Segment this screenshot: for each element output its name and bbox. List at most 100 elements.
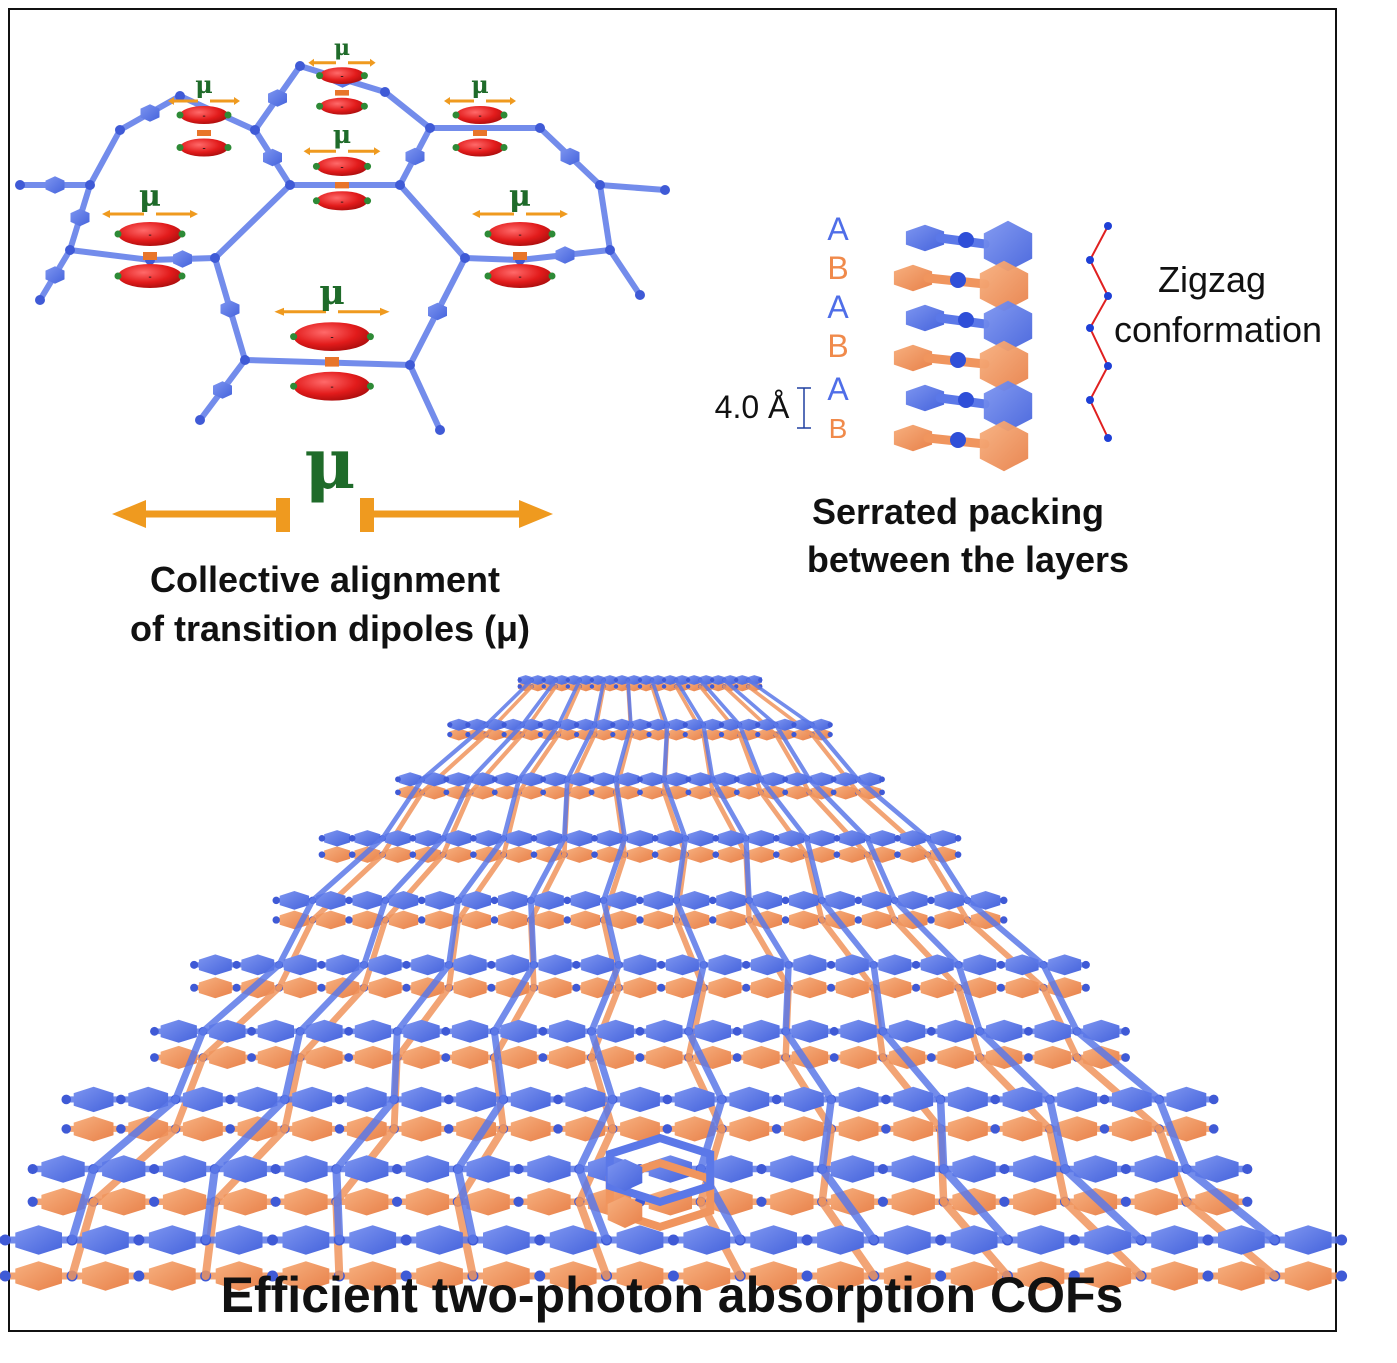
spacing-bracket (797, 387, 811, 429)
lattice-node (565, 684, 571, 689)
lattice-ring (602, 681, 618, 692)
lattice-node (572, 960, 581, 969)
dipole-arrow-head (308, 58, 314, 67)
lattice-bond-diagonal (685, 1027, 726, 1103)
linker (197, 130, 211, 136)
framework-node (210, 253, 220, 263)
dipole-arrow-head (303, 147, 310, 156)
dipole-arrow-head (510, 97, 516, 105)
lattice-ring (1195, 1155, 1239, 1183)
layer-b-ring (893, 424, 933, 452)
lattice-ring (578, 675, 594, 685)
lattice-ring (750, 1261, 797, 1291)
charge-dot (360, 72, 368, 80)
framework-bond (597, 182, 668, 193)
lattice-bond-diagonal (650, 678, 669, 727)
lattice-bond-diagonal (420, 722, 489, 782)
lattice-ring (510, 1086, 551, 1113)
lattice-ring (544, 785, 567, 800)
lattice-bond-diagonal (722, 678, 778, 727)
lattice-ring (461, 891, 491, 910)
lattice-node (133, 1270, 145, 1282)
linker (335, 90, 349, 96)
packing-caption-line1: Serrated packing (812, 491, 1104, 532)
lattice-bond-diagonal (807, 776, 870, 841)
lattice-node (400, 1270, 412, 1282)
layer-b-ring (893, 344, 933, 372)
lattice-bond-diagonal (782, 961, 792, 1035)
lattice-bond-diagonal (516, 722, 561, 782)
lattice-bond-diagonal (746, 917, 792, 991)
lattice-bond-diagonal (939, 1165, 1012, 1244)
lattice-ring (257, 1019, 294, 1043)
lattice-ring (751, 954, 784, 976)
lattice-bond-diagonal (626, 678, 633, 727)
lattice-node (1242, 1163, 1253, 1175)
lattice-bond-diagonal (276, 917, 316, 991)
lattice-node (646, 731, 652, 738)
lattice-node (267, 1234, 278, 1246)
lattice-bond-diagonal (1040, 961, 1081, 1035)
lattice-ring (683, 1261, 731, 1291)
lattice-ring (1013, 1188, 1057, 1216)
lattice-bond-diagonal (818, 917, 877, 991)
lattice-ring (808, 846, 835, 863)
lattice-ring (538, 954, 572, 976)
dipole-unit: μ-- (444, 70, 516, 157)
lattice-ring (209, 1019, 246, 1043)
lattice-ring (687, 830, 714, 847)
charge-minus: - (340, 197, 343, 208)
mu-symbol: μ (471, 70, 489, 99)
lattice-node (682, 722, 688, 728)
lattice-node (791, 731, 797, 738)
lattice-ring (703, 718, 722, 731)
lattice-ring (684, 728, 704, 741)
lattice-ring (627, 846, 653, 863)
lattice-bond-diagonal (936, 1095, 948, 1173)
lattice-ring (578, 681, 594, 692)
lattice-ring (1013, 1155, 1057, 1183)
framework-bond (67, 247, 153, 263)
lattice-ring (602, 675, 618, 685)
lattice-ring (657, 846, 684, 863)
lattice-ring (15, 1225, 63, 1255)
lattice-bond-diagonal (89, 1095, 180, 1173)
lattice-node (465, 731, 471, 738)
lattice-ring (368, 954, 402, 976)
charge-dot (176, 111, 184, 119)
dipole-arrow-head (274, 307, 284, 316)
framework-node (635, 290, 645, 300)
lattice-ring (665, 772, 688, 787)
lattice-node (926, 1053, 936, 1062)
lattice-ring (1218, 1261, 1265, 1291)
lattice-bond-diagonal (891, 917, 962, 991)
lattice-ring (554, 675, 570, 685)
lattice-node (782, 789, 789, 796)
lattice-ring (808, 830, 835, 847)
lattice-ring (640, 785, 664, 800)
lattice-node (709, 916, 717, 924)
lattice-node (232, 983, 241, 992)
lattice-ring (986, 1019, 1023, 1043)
lattice-node (247, 1026, 256, 1036)
lattice-node (635, 1053, 645, 1062)
lattice-node (881, 1124, 891, 1134)
lattice-bond-diagonal (501, 776, 522, 841)
lattice-node (537, 722, 543, 728)
lattice-node (116, 1094, 126, 1105)
framework-bond (212, 182, 293, 261)
lattice-node (935, 1270, 947, 1282)
lattice-ring (449, 728, 469, 741)
lattice-ring (734, 675, 750, 685)
lattice-bond-diagonal (575, 1095, 617, 1173)
lattice-ring (770, 1155, 814, 1183)
lattice-ring (947, 1116, 988, 1142)
lattice-node (490, 916, 499, 924)
lattice-ring (791, 1019, 829, 1043)
phenyl-ring (268, 89, 287, 107)
lattice-bond-diagonal (332, 1095, 398, 1173)
lattice-node (150, 1026, 159, 1036)
lattice-ring (549, 1225, 597, 1255)
phenyl-ring (263, 148, 282, 167)
lattice-ring (708, 954, 742, 976)
